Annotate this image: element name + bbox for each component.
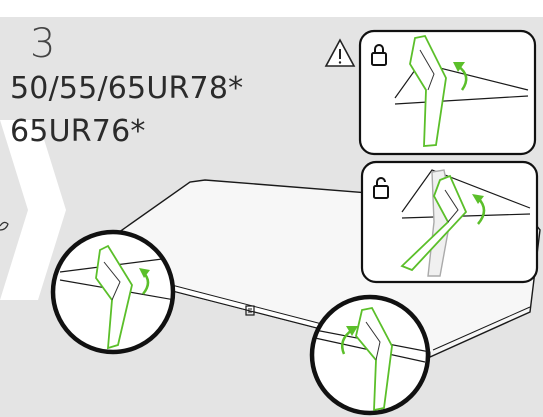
- port-icon: [245, 305, 255, 316]
- stand-detail-left: [50, 229, 176, 355]
- stand-leg-locked: [409, 34, 447, 147]
- detail-box-unlocked: [360, 160, 539, 284]
- lock-closed-icon: [371, 44, 387, 66]
- stand-leg-unlocked: [400, 174, 468, 272]
- warning-icon: [324, 38, 356, 67]
- stand-detail-right: [309, 294, 431, 416]
- cable-curl-mark: [0, 221, 9, 231]
- model-label-secondary: 65UR76*: [10, 114, 146, 149]
- detail-box-locked: [358, 29, 537, 156]
- stand-leg-left: [95, 244, 133, 350]
- model-label-primary: 50/55/65UR78*: [10, 71, 244, 106]
- lock-open-icon: [373, 177, 389, 199]
- chevron-arrow: [0, 120, 66, 300]
- stand-leg-right: [355, 306, 393, 411]
- step-number: 3: [30, 21, 56, 67]
